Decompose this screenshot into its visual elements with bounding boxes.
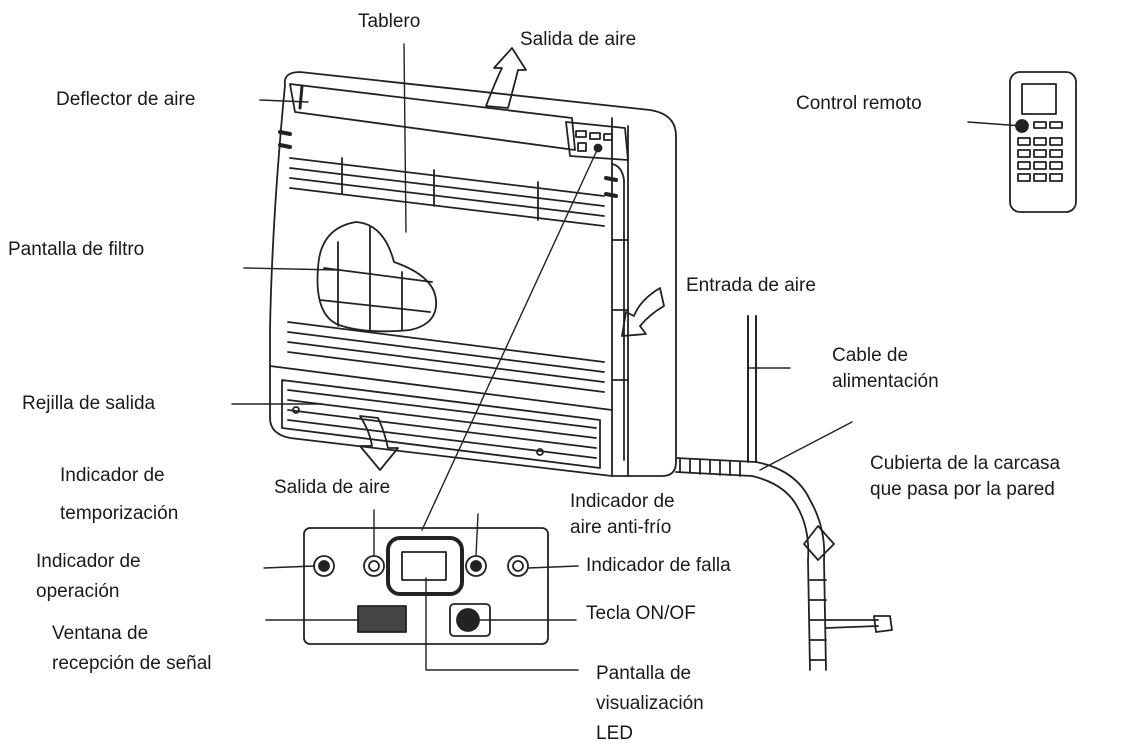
signal-window xyxy=(357,605,407,633)
remote-control xyxy=(1009,71,1077,213)
label-cubierta-1: Cubierta de la carcasa xyxy=(870,453,1061,474)
label-deflector: Deflector de aire xyxy=(56,89,196,110)
label-rejilla: Rejilla de salida xyxy=(22,393,156,414)
label-ind-antifrio-2: aire anti-frío xyxy=(570,517,672,538)
outlet-grille xyxy=(281,379,601,469)
label-ind-temp-1: Indicador de xyxy=(60,465,165,486)
label-salida-aire-bottom: Salida de aire xyxy=(274,477,391,498)
label-pantalla-led-1: Pantalla de xyxy=(596,663,692,684)
label-ind-oper-1: Indicador de xyxy=(36,551,141,572)
label-salida-aire-top: Salida de aire xyxy=(520,29,637,50)
wall-sleeve xyxy=(675,457,893,671)
filter-screen xyxy=(316,221,437,333)
label-ventana-1: Ventana de xyxy=(52,623,149,644)
label-cable-1: Cable de xyxy=(832,345,909,366)
label-entrada-aire: Entrada de aire xyxy=(686,275,816,296)
label-ind-oper-2: operación xyxy=(36,581,120,602)
label-tablero: Tablero xyxy=(358,11,421,32)
label-ind-antifrio-1: Indicador de xyxy=(570,491,675,512)
label-tecla: Tecla ON/OF xyxy=(586,603,696,624)
label-ind-temp-2: temporización xyxy=(60,503,179,524)
display-board-top xyxy=(565,121,629,161)
power-cable xyxy=(747,315,757,463)
label-pantalla-led-3: LED xyxy=(596,723,633,744)
indoor-unit xyxy=(269,71,677,477)
air-deflector xyxy=(289,83,576,151)
label-pantalla-led-2: visualización xyxy=(596,693,704,714)
air-arrows xyxy=(359,47,665,471)
leader-lines xyxy=(231,43,1023,671)
label-control-remoto: Control remoto xyxy=(796,93,922,114)
label-ind-falla: Indicador de falla xyxy=(586,555,731,576)
label-pantalla-filtro: Pantalla de filtro xyxy=(8,239,145,260)
label-cubierta-2: que pasa por la pared xyxy=(870,479,1055,500)
label-cable-2: alimentación xyxy=(832,371,939,392)
led-display xyxy=(386,536,464,596)
label-ventana-2: recepción de señal xyxy=(52,653,212,674)
